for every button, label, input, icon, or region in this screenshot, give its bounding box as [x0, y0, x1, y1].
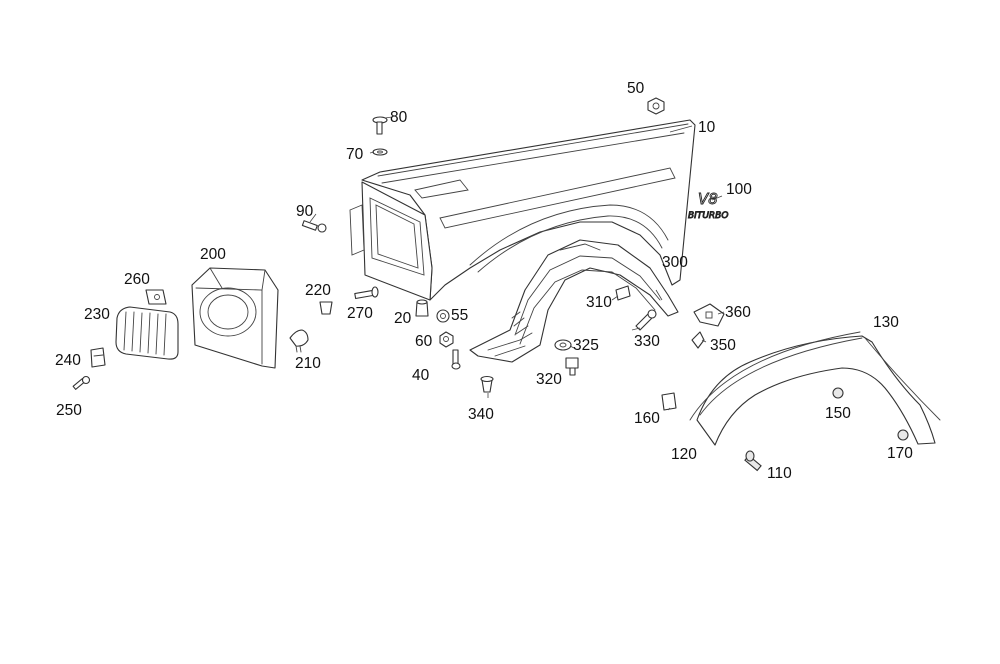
clip-330[interactable]	[635, 309, 657, 331]
callout-325[interactable]: 325	[573, 337, 599, 354]
bracket-160[interactable]	[661, 392, 677, 411]
badge-line1: V8	[698, 190, 718, 208]
bolt-40[interactable]	[451, 349, 461, 370]
clip-55[interactable]	[436, 309, 450, 323]
screw-80[interactable]	[372, 116, 388, 135]
fender-part[interactable]	[349, 119, 696, 301]
clip-310[interactable]	[615, 285, 631, 301]
callout-260[interactable]: 260	[124, 271, 150, 288]
callout-230[interactable]: 230	[84, 306, 110, 323]
clip-210[interactable]	[289, 329, 309, 353]
wheel-arch-flare-part[interactable]	[689, 331, 941, 446]
callout-220[interactable]: 220	[305, 282, 331, 299]
callout-150[interactable]: 150	[825, 405, 851, 422]
plate-260[interactable]	[145, 289, 167, 305]
screw-270[interactable]	[354, 286, 379, 300]
v8-biturbo-badge-part[interactable]: V8 BITURBO	[688, 190, 729, 222]
callout-200[interactable]: 200	[200, 246, 226, 263]
nut-20[interactable]	[415, 299, 429, 317]
callout-60[interactable]: 60	[415, 333, 433, 350]
screw-250[interactable]	[72, 375, 91, 390]
washer-325[interactable]	[554, 339, 572, 351]
callout-90[interactable]: 90	[296, 203, 314, 220]
leader-lines	[309, 116, 725, 411]
callout-100[interactable]: 100	[726, 181, 752, 198]
wheelhouse-liner-part[interactable]	[469, 239, 679, 363]
clip-220[interactable]	[319, 301, 333, 315]
washer-70[interactable]	[372, 148, 388, 156]
callout-270[interactable]: 270	[347, 305, 373, 322]
bracket-360[interactable]	[693, 303, 725, 327]
bracket-240[interactable]	[90, 347, 106, 368]
callout-320[interactable]: 320	[536, 371, 562, 388]
callout-160[interactable]: 160	[634, 410, 660, 427]
callouts: 10 20 40 50 55 60 70 80 90 100 110 120 1…	[55, 80, 913, 482]
callout-250[interactable]: 250	[56, 402, 82, 419]
callout-55[interactable]: 55	[451, 307, 468, 324]
callout-330[interactable]: 330	[634, 333, 660, 350]
clip-340[interactable]	[480, 375, 494, 393]
nut-150[interactable]	[832, 387, 844, 399]
bolt-320[interactable]	[565, 357, 579, 376]
callout-130[interactable]: 130	[873, 314, 899, 331]
bolt-90[interactable]	[301, 220, 327, 233]
callout-50[interactable]: 50	[627, 80, 645, 97]
callout-110[interactable]: 110	[767, 465, 792, 482]
callout-350[interactable]: 350	[710, 337, 736, 354]
callout-40[interactable]: 40	[412, 367, 430, 384]
callout-360[interactable]: 360	[725, 304, 751, 321]
callout-300[interactable]: 300	[662, 254, 688, 271]
nut-50[interactable]	[647, 97, 665, 115]
headlamp-housing-part[interactable]	[191, 267, 279, 369]
callout-340[interactable]: 340	[468, 406, 494, 423]
clip-350[interactable]	[691, 331, 705, 349]
callout-120[interactable]: 120	[671, 446, 697, 463]
callout-310[interactable]: 310	[586, 294, 612, 311]
nut-170[interactable]	[897, 429, 909, 441]
nut-60[interactable]	[439, 331, 454, 348]
bolt-110[interactable]	[744, 450, 762, 472]
callout-170[interactable]: 170	[887, 445, 913, 462]
grille-part[interactable]	[115, 306, 179, 360]
callout-20[interactable]: 20	[394, 310, 412, 327]
callout-210[interactable]: 210	[295, 355, 321, 372]
badge-line2: BITURBO	[688, 211, 728, 221]
callout-10[interactable]: 10	[698, 119, 716, 136]
callout-70[interactable]: 70	[346, 146, 364, 163]
callout-80[interactable]: 80	[390, 109, 408, 126]
callout-240[interactable]: 240	[55, 352, 81, 369]
